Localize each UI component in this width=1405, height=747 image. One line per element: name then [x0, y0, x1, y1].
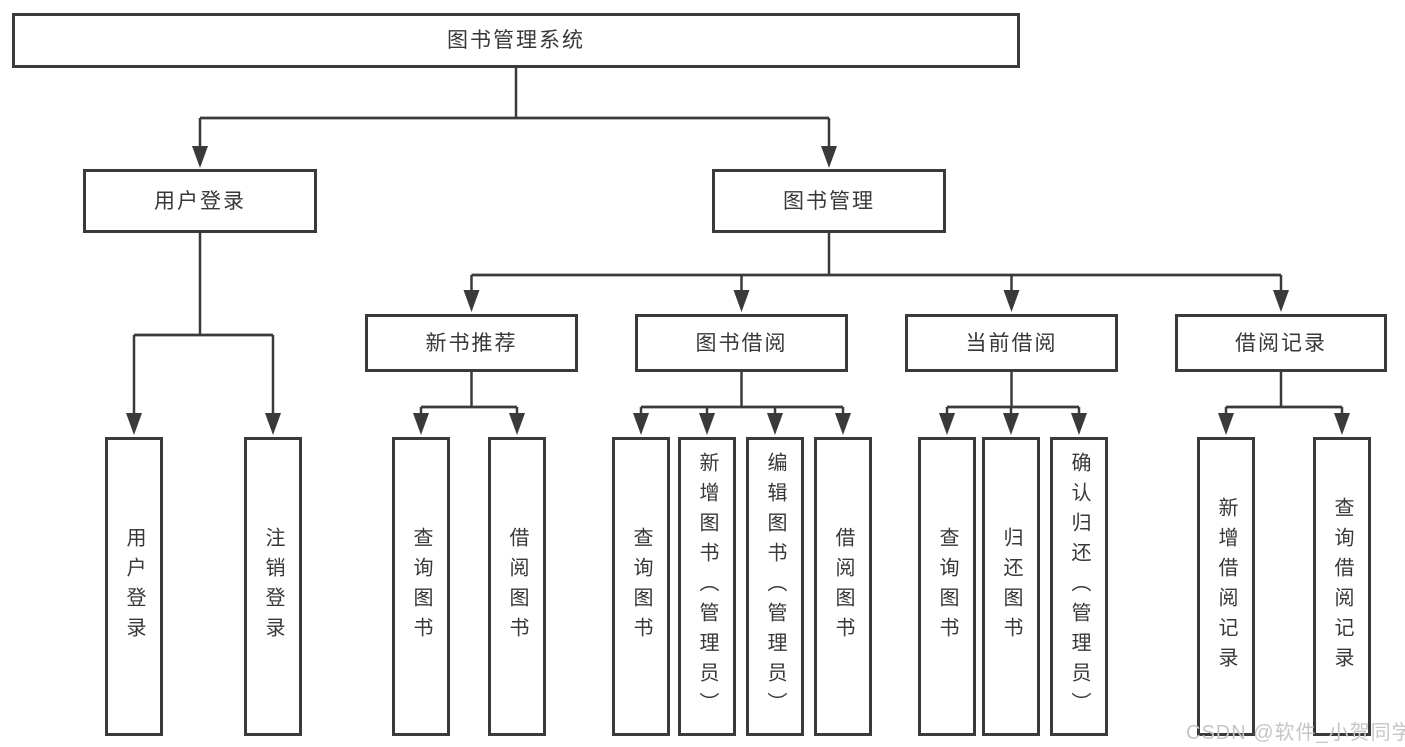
- node-label: 新书推荐: [425, 331, 518, 355]
- leaf-query-borrow-record: 查询借阅记录: [1313, 437, 1371, 736]
- node-label: 图书借阅: [695, 331, 788, 355]
- leaf-edit-book-admin: 编辑图书（管理员）: [746, 437, 804, 736]
- leaf-query-book-current: 查询图书: [918, 437, 976, 736]
- node-borrowing-records: 借阅记录: [1175, 314, 1387, 372]
- leaf-return-book: 归还图书: [982, 437, 1040, 736]
- node-label: 注销登录: [262, 526, 284, 647]
- node-user-login-module: 用户登录: [83, 169, 317, 233]
- leaf-borrow-book: 借阅图书: [814, 437, 872, 736]
- leaf-add-borrow-record: 新增借阅记录: [1197, 437, 1255, 736]
- leaf-query-book-borrowing: 查询图书: [612, 437, 670, 736]
- node-new-book-recommendation: 新书推荐: [365, 314, 578, 372]
- leaf-logout: 注销登录: [244, 437, 302, 736]
- csdn-watermark: CSDN @软件_小贺同学: [1186, 722, 1405, 744]
- node-label: 查询图书: [630, 526, 652, 647]
- node-label: 查询图书: [936, 526, 958, 647]
- leaf-query-book-recommend: 查询图书: [392, 437, 450, 736]
- node-label: 借阅图书: [506, 526, 528, 647]
- node-label: 用户登录: [123, 526, 145, 647]
- node-label: 新增图书（管理员）: [696, 451, 718, 722]
- leaf-borrow-book-recommend: 借阅图书: [488, 437, 546, 736]
- node-label: 确认归还（管理员）: [1068, 451, 1090, 722]
- node-book-borrowing: 图书借阅: [635, 314, 848, 372]
- node-root-library-management-system: 图书管理系统: [12, 13, 1020, 68]
- node-label: 编辑图书（管理员）: [764, 451, 786, 722]
- leaf-add-book-admin: 新增图书（管理员）: [678, 437, 736, 736]
- leaf-user-login: 用户登录: [105, 437, 163, 736]
- node-label: 查询图书: [410, 526, 432, 647]
- node-label: 用户登录: [154, 189, 246, 213]
- node-label: 归还图书: [1000, 526, 1022, 647]
- node-label: 图书管理: [783, 189, 875, 213]
- node-label: 图书管理系统: [447, 29, 585, 52]
- leaf-confirm-return-admin: 确认归还（管理员）: [1050, 437, 1108, 736]
- node-label: 查询借阅记录: [1331, 496, 1353, 677]
- node-label: 新增借阅记录: [1215, 496, 1237, 677]
- node-current-borrowing: 当前借阅: [905, 314, 1118, 372]
- node-label: 借阅图书: [832, 526, 854, 647]
- node-label: 当前借阅: [965, 331, 1058, 355]
- node-book-management-module: 图书管理: [712, 169, 946, 233]
- node-label: 借阅记录: [1235, 331, 1327, 355]
